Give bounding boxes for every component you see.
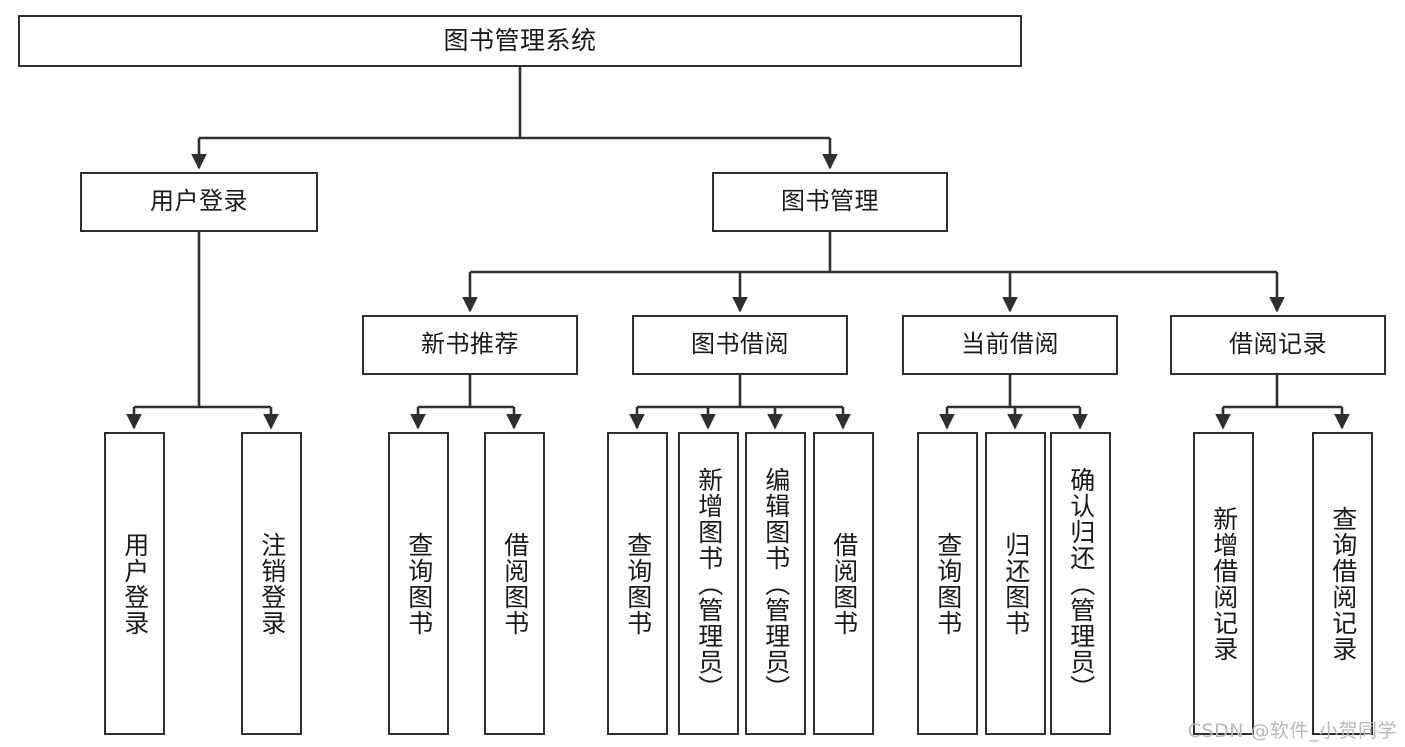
node-leaf-logout-login[interactable]: 注销登录: [241, 432, 302, 735]
node-leaf-return-book[interactable]: 归还图书: [985, 432, 1046, 735]
node-leaf-edit-book-label: 编辑图书（管理员）: [761, 466, 791, 701]
node-user-login-label: 用户登录: [150, 187, 248, 216]
node-leaf-user-login-label: 用户登录: [120, 531, 150, 636]
node-leaf-query-record-label: 查询借阅记录: [1328, 505, 1358, 662]
node-book-manage-label: 图书管理: [781, 187, 879, 216]
node-leaf-query-book-1-label: 查询图书: [404, 531, 434, 636]
node-new-book-recommend-label: 新书推荐: [421, 330, 519, 359]
node-leaf-borrow-book-2-label: 借阅图书: [829, 531, 859, 636]
node-leaf-query-book-1[interactable]: 查询图书: [388, 432, 449, 735]
node-leaf-borrow-book-1-label: 借阅图书: [500, 531, 530, 636]
node-borrow-record[interactable]: 借阅记录: [1170, 315, 1386, 375]
node-root[interactable]: 图书管理系统: [18, 15, 1022, 67]
node-leaf-borrow-book-1[interactable]: 借阅图书: [484, 432, 545, 735]
node-leaf-add-record[interactable]: 新增借阅记录: [1193, 432, 1254, 735]
node-current-borrow-label: 当前借阅: [961, 330, 1059, 359]
node-leaf-query-book-3-label: 查询图书: [933, 531, 963, 636]
node-user-login[interactable]: 用户登录: [80, 172, 318, 232]
node-leaf-query-book-2[interactable]: 查询图书: [607, 432, 668, 735]
node-leaf-return-book-label: 归还图书: [1001, 531, 1031, 636]
node-leaf-confirm-return[interactable]: 确认归还（管理员）: [1050, 432, 1111, 735]
node-book-manage[interactable]: 图书管理: [712, 172, 948, 232]
node-leaf-user-login[interactable]: 用户登录: [104, 432, 165, 735]
node-leaf-add-record-label: 新增借阅记录: [1209, 505, 1239, 662]
node-leaf-borrow-book-2[interactable]: 借阅图书: [813, 432, 874, 735]
node-leaf-query-book-2-label: 查询图书: [623, 531, 653, 636]
node-leaf-logout-login-label: 注销登录: [257, 531, 287, 636]
node-leaf-confirm-return-label: 确认归还（管理员）: [1066, 466, 1096, 701]
node-leaf-add-book[interactable]: 新增图书（管理员）: [678, 432, 739, 735]
node-current-borrow[interactable]: 当前借阅: [902, 315, 1118, 375]
node-root-label: 图书管理系统: [443, 25, 597, 55]
node-new-book-recommend[interactable]: 新书推荐: [362, 315, 578, 375]
node-book-borrow[interactable]: 图书借阅: [632, 315, 848, 375]
node-leaf-add-book-label: 新增图书（管理员）: [694, 466, 724, 701]
node-leaf-edit-book[interactable]: 编辑图书（管理员）: [745, 432, 806, 735]
node-leaf-query-book-3[interactable]: 查询图书: [917, 432, 978, 735]
watermark-text: CSDN @软件_小贺同学: [1187, 720, 1397, 742]
node-leaf-query-record[interactable]: 查询借阅记录: [1312, 432, 1373, 735]
node-book-borrow-label: 图书借阅: [691, 330, 789, 359]
node-borrow-record-label: 借阅记录: [1229, 330, 1327, 359]
